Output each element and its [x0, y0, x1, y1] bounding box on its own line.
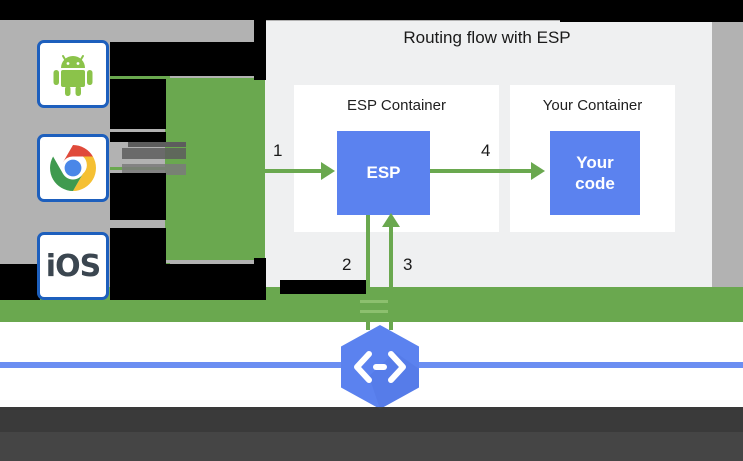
green-tick — [360, 300, 388, 303]
occlusion-rect — [110, 173, 166, 220]
occlusion-rect — [560, 20, 743, 22]
client-card-android[interactable] — [37, 40, 109, 108]
client-card-ios[interactable]: iOS — [37, 232, 109, 300]
step-number-3: 3 — [403, 255, 413, 274]
occlusion-rect — [254, 258, 266, 300]
esp-node-label: ESP — [366, 163, 401, 183]
arrow-3-line — [389, 222, 393, 330]
android-icon — [53, 55, 93, 96]
your-code-node[interactable]: Your code — [550, 131, 640, 215]
occlusion-rect — [110, 79, 166, 129]
your-container-label: Your Container — [542, 97, 643, 114]
your-code-line-2: code — [575, 174, 615, 193]
arrow-2-line — [366, 215, 370, 330]
connector-android — [110, 76, 170, 79]
occlusion-rect — [110, 132, 166, 142]
service-node[interactable] — [339, 324, 421, 410]
top-black-band — [0, 0, 743, 20]
arrow-1-line — [263, 169, 325, 173]
green-tick — [360, 310, 388, 313]
occlusion-rect — [110, 42, 265, 76]
esp-node[interactable]: ESP — [337, 131, 430, 215]
occlusion-rect — [0, 264, 40, 300]
chrome-icon — [50, 145, 96, 191]
arrow-1-head — [321, 162, 335, 180]
arrow-4-head — [531, 162, 545, 180]
redacted-text-mark — [122, 148, 186, 159]
page-title: Routing flow with ESP — [403, 28, 571, 47]
step-number-2: 2 — [342, 255, 352, 274]
step-number-4: 4 — [481, 141, 491, 160]
dark-occlusion-overlay-lower — [0, 432, 743, 461]
redacted-text-mark — [122, 164, 186, 175]
ios-label: iOS — [45, 248, 101, 284]
occlusion-rect — [280, 280, 368, 294]
arrow-4-line — [430, 169, 535, 173]
step-number-1: 1 — [273, 141, 283, 160]
client-card-chrome[interactable] — [37, 134, 109, 202]
cloud-endpoints-hexagon-icon — [341, 325, 419, 409]
redacted-text-mark — [128, 142, 186, 147]
arrow-3-head — [382, 213, 400, 227]
occlusion-rect — [110, 264, 265, 300]
your-code-line-1: Your — [576, 152, 614, 172]
esp-container-label: ESP Container — [347, 97, 446, 114]
occlusion-rect — [254, 20, 266, 80]
